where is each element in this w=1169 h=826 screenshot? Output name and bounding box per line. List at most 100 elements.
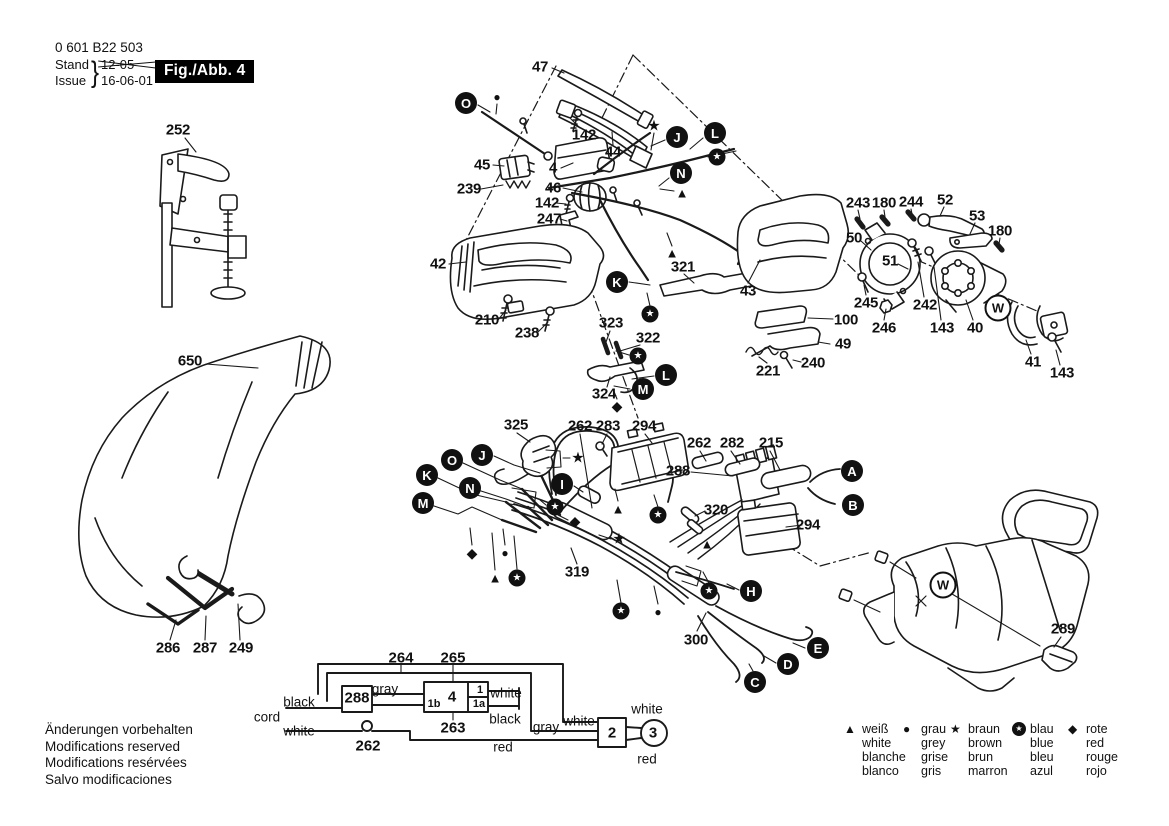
callout-letter-k: K: [606, 271, 628, 293]
legend-term: blue: [1030, 736, 1054, 750]
callout-letter-h: H: [740, 580, 762, 602]
tube-215-art: [760, 464, 812, 490]
circled-star-symbol: ★: [700, 582, 718, 600]
callout-letter-w: W: [984, 294, 1012, 322]
part-label-320: 320: [703, 501, 729, 519]
box-294b-art: [737, 499, 801, 556]
legend-dot-icon: ●: [903, 722, 911, 736]
part-label-288: 288: [665, 462, 691, 480]
part-label-300: 300: [683, 631, 709, 649]
wrench-249-art: [178, 555, 266, 625]
superseded-date: 12-05: [101, 57, 153, 72]
legend-term: weiß: [862, 722, 889, 736]
part-label-240: 240: [800, 354, 826, 372]
wiring-label-white: white: [631, 701, 663, 717]
part-label-52: 52: [936, 191, 954, 209]
wiring-label-white: white: [563, 713, 595, 729]
dot-symbol: ●: [493, 90, 501, 104]
part-label-180: 180: [987, 222, 1013, 240]
legend-term: bleu: [1030, 750, 1054, 764]
triangle-symbol: ▲: [675, 185, 689, 201]
dot-symbol: ●: [501, 546, 509, 560]
legend-circled-star-icon: ★: [1012, 722, 1030, 736]
triangle-symbol: ▲: [665, 245, 679, 261]
issue-date: 16-06-01: [101, 73, 154, 88]
part-label-244: 244: [898, 193, 924, 211]
part-label-100: 100: [833, 311, 859, 329]
part-label-143: 143: [929, 319, 955, 337]
circled-star-symbol: ★: [649, 506, 667, 524]
part-label-238: 238: [514, 324, 540, 342]
wiring-label-gray: gray: [532, 719, 560, 735]
legend-term: azul: [1030, 764, 1053, 778]
legend-term: brun: [968, 750, 994, 764]
legend-term: rojo: [1086, 764, 1107, 778]
legend-term: rouge: [1086, 750, 1118, 764]
part-label-51: 51: [881, 252, 899, 270]
tools-art: [146, 575, 235, 626]
wiring-label-red: red: [637, 751, 657, 767]
wiring-label-262: 262: [355, 737, 381, 755]
dust-bag-650-art: [78, 335, 331, 618]
small-parts-upper-art: [498, 108, 643, 232]
callout-letter-m: M: [412, 492, 434, 514]
diamond-symbol: ◆: [466, 545, 478, 561]
part-label-287: 287: [192, 639, 218, 657]
callout-letter-j: J: [666, 126, 688, 148]
ab-wires-art: [807, 468, 841, 505]
star-symbol: ★: [612, 530, 626, 548]
part-label-319: 319: [564, 563, 590, 581]
legend-term: grise: [921, 750, 949, 764]
legend-term: rote: [1086, 722, 1108, 736]
legend-term: grau: [921, 722, 947, 736]
wiring-label-1b: 1b: [427, 698, 441, 710]
part-label-321: 321: [670, 258, 696, 276]
callout-letter-n: N: [670, 162, 692, 184]
part-label-247: 247: [536, 210, 562, 228]
wiring-label-red: red: [493, 739, 513, 755]
wiring-label-4: 4: [447, 688, 457, 706]
wiring-label-263: 263: [440, 719, 466, 737]
cover-43-art: [736, 193, 850, 294]
screws-210-238-art: [499, 294, 555, 332]
wiring-label-gray: gray: [371, 681, 399, 697]
circled-star-symbol: ★: [629, 347, 647, 365]
tube-282-art: [724, 457, 761, 477]
legend-term: grey: [921, 736, 946, 750]
part-label-289: 289: [1050, 620, 1076, 638]
wiring-label-white: white: [490, 685, 522, 701]
part-label-46: 46: [544, 179, 562, 197]
wiring-label-cord: cord: [253, 709, 281, 725]
callout-letter-l: L: [655, 364, 677, 386]
part-label-245: 245: [853, 294, 879, 312]
pins-art: [854, 209, 1005, 253]
part-label-262: 262: [567, 417, 593, 435]
part-label-243: 243: [845, 194, 871, 212]
figure-label: Fig./Abb. 4: [155, 60, 255, 83]
pins-322-323-art: [600, 336, 624, 360]
connector-325-art: [493, 434, 557, 485]
part-label-322: 322: [635, 329, 661, 347]
part-label-239: 239: [456, 180, 482, 198]
legend-term: blanche: [862, 750, 906, 764]
circled-star-symbol: ★: [641, 305, 659, 323]
wiring-label-3: 3: [648, 724, 658, 742]
fasteners-right-art: [857, 238, 938, 314]
callout-letter-i: I: [551, 473, 573, 495]
part-label-41: 41: [1024, 353, 1042, 371]
part-label-40: 40: [966, 319, 984, 337]
bracket-100-49-art: [745, 305, 821, 369]
depth-rods-art: [480, 110, 744, 282]
part-label-4: 4: [548, 159, 558, 177]
housing-42-art: [449, 223, 605, 321]
wiring-label-1: 1: [476, 684, 484, 696]
legend-term: red: [1086, 736, 1105, 750]
title-block: 0 601 B22 503 Stand Issue } 12-05 16-06-…: [55, 40, 153, 88]
callout-letter-e: E: [807, 637, 829, 659]
end-wires-art: [675, 571, 814, 683]
